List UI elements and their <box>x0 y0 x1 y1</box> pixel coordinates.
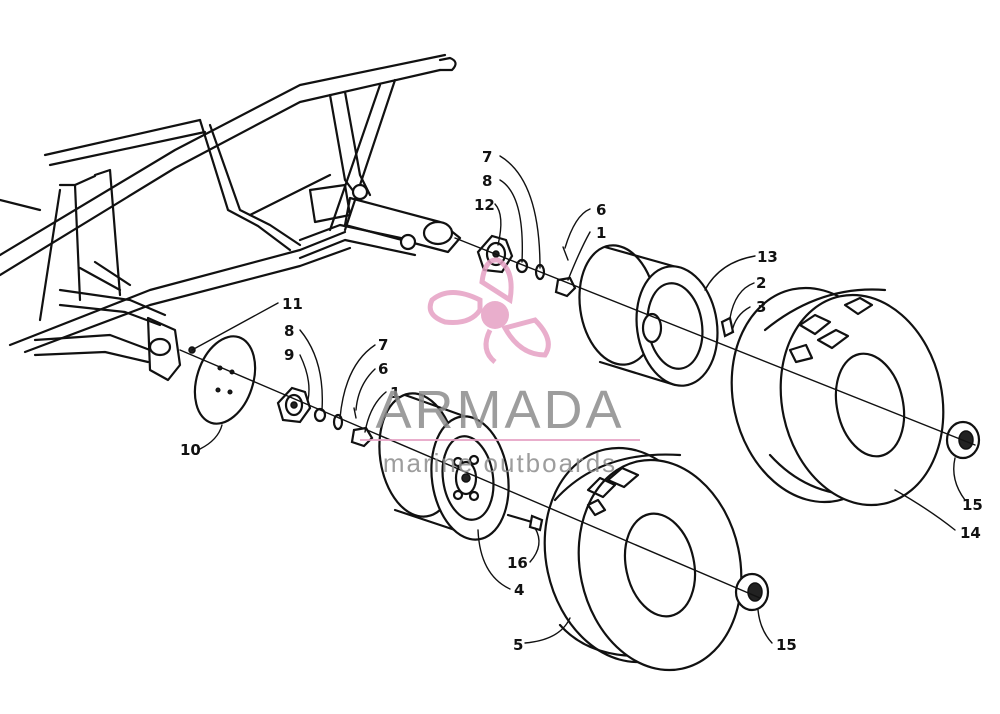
watermark-brand: ARMADA <box>375 380 624 440</box>
callout-5: 5 <box>513 636 523 654</box>
vehicle-frame <box>0 53 457 354</box>
rear-axle-assembly <box>298 183 462 260</box>
callout-10: 10 <box>180 441 201 459</box>
callout-16: 16 <box>507 554 528 572</box>
rear-tire <box>730 286 945 507</box>
front-hub <box>276 386 312 424</box>
wheel-bolt <box>506 513 544 532</box>
callout-8-rear: 8 <box>482 172 492 190</box>
hub-cap-front <box>734 572 770 612</box>
callout-3: 3 <box>756 298 766 316</box>
callout-12: 12 <box>474 196 495 214</box>
callout-2: 2 <box>756 274 766 292</box>
callout-11: 11 <box>282 295 303 313</box>
callout-labels: 7 8 12 6 1 13 2 3 11 8 9 7 6 1 10 16 4 5… <box>180 148 983 654</box>
callout-13: 13 <box>757 248 778 266</box>
callout-6-rear: 6 <box>596 201 606 219</box>
callout-15-rear: 15 <box>962 496 983 514</box>
callout-8-front: 8 <box>284 322 294 340</box>
callout-6-front: 6 <box>378 360 388 378</box>
front-suspension <box>33 260 196 382</box>
callout-7-front: 7 <box>378 336 388 354</box>
callout-7-rear: 7 <box>482 148 492 166</box>
callout-1-rear: 1 <box>596 224 606 242</box>
armada-watermark: ARMADA marine outboards <box>360 257 640 478</box>
callout-1-front: 1 <box>390 384 400 402</box>
watermark-tagline: marine outboards <box>383 448 617 478</box>
callout-14: 14 <box>960 524 981 542</box>
propeller-logo <box>427 257 551 364</box>
callout-4: 4 <box>514 581 524 599</box>
callout-9: 9 <box>284 346 294 364</box>
front-tire <box>543 446 743 672</box>
callout-15-front: 15 <box>776 636 797 654</box>
leader-lines <box>191 155 966 644</box>
brake-disc <box>193 335 257 425</box>
assembly-axis-lines <box>179 237 976 599</box>
